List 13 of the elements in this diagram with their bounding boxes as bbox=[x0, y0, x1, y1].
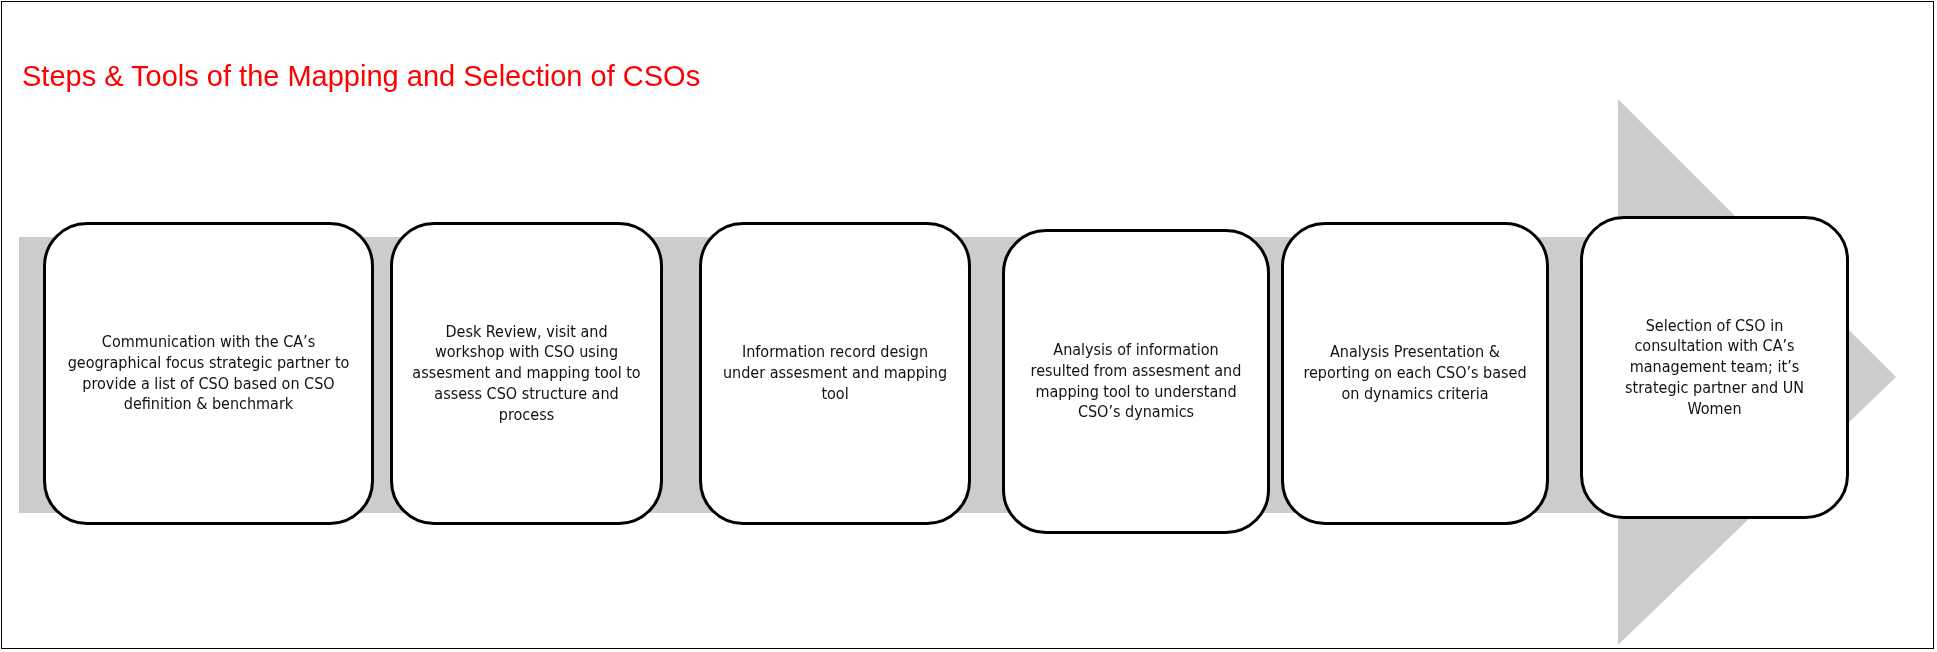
step-box bbox=[1281, 222, 1549, 525]
step-box bbox=[1580, 216, 1849, 519]
step-box bbox=[390, 222, 663, 525]
step-text: Analysis Presentation & reporting on each CSO’s based on dynamics criteria bbox=[1302, 342, 1528, 405]
step-text: Analysis of information resulted from assesment and mapping tool to understand CSO’s dynamics bbox=[1029, 339, 1243, 424]
step-box bbox=[699, 222, 971, 525]
step-text: Information record design under assesment and mapping tool bbox=[721, 342, 949, 405]
step-box bbox=[1002, 229, 1270, 534]
step-text: Selection of CSO in consultation with CA’s management team; it’s strategic partner and UN Women bbox=[1624, 315, 1805, 420]
step-box bbox=[43, 222, 374, 525]
step-text: Desk Review, visit and workshop with CSO using assesment and mapping tool to assess CSO structure and process bbox=[411, 321, 642, 426]
title: Steps & Tools of the Mapping and Selection of CSOs bbox=[22, 60, 701, 93]
step-text: Communication with the CA’s geographical focus strategic partner to provide a list of CSO based on CSO definition & benchmark bbox=[66, 331, 351, 416]
